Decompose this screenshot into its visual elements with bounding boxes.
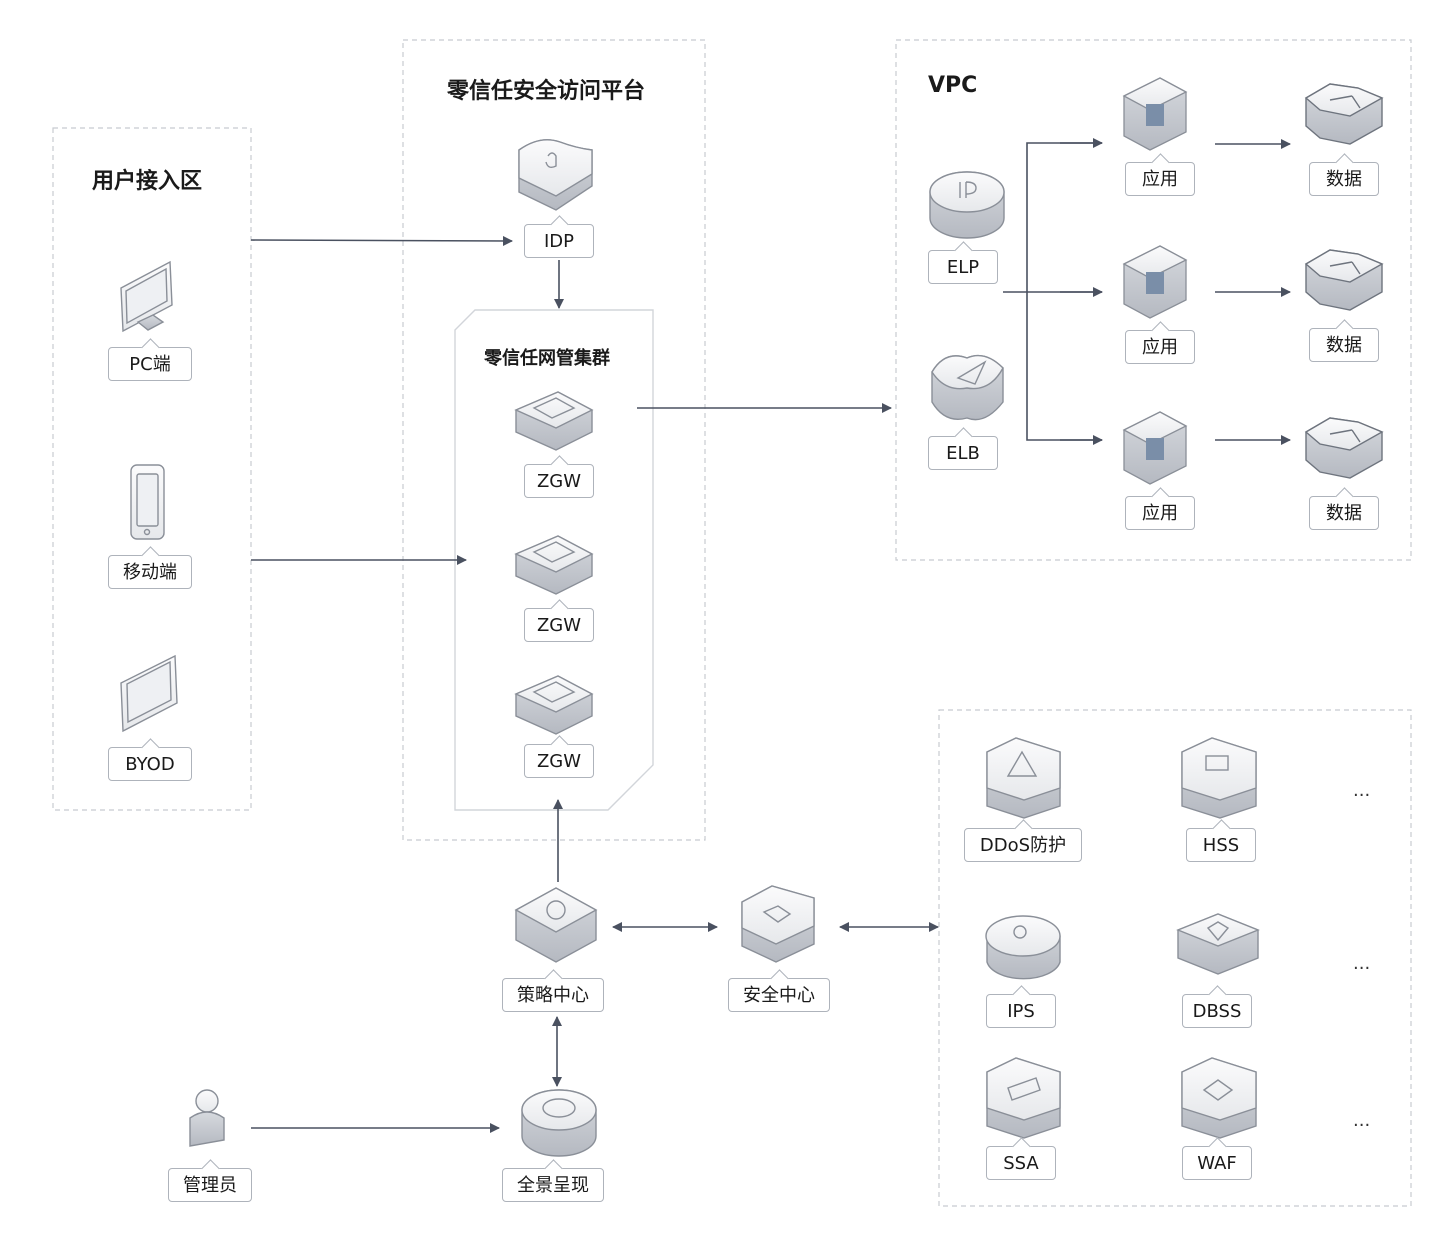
label-idp: IDP — [524, 224, 594, 258]
label-ips: IPS — [986, 994, 1056, 1028]
label-app-3: 应用 — [1125, 496, 1195, 530]
label-waf: WAF — [1182, 1146, 1252, 1180]
tablet-icon — [120, 654, 178, 733]
zone-security-services — [938, 709, 1412, 1207]
more-services-3: ... — [1353, 1110, 1371, 1131]
label-ddos: DDoS防护 — [964, 828, 1082, 862]
label-app-2: 应用 — [1125, 330, 1195, 364]
database-icon — [1304, 249, 1384, 311]
gateway-icon — [514, 391, 594, 451]
label-admin: 管理员 — [168, 1168, 252, 1202]
security-center-icon — [741, 885, 815, 963]
shield-hand-icon — [518, 139, 593, 211]
label-policy-center: 策略中心 — [502, 978, 604, 1012]
arrow-user-to-idp — [250, 235, 513, 246]
label-zgw-2: ZGW — [524, 608, 594, 642]
label-panorama: 全景呈现 — [502, 1168, 604, 1202]
label-data-3: 数据 — [1309, 496, 1379, 530]
database-icon — [1304, 83, 1384, 145]
label-hss: HSS — [1186, 828, 1256, 862]
zone-title-platform: 零信任安全访问平台 — [447, 79, 646, 104]
application-icon — [1122, 411, 1188, 485]
label-data-1: 数据 — [1309, 162, 1379, 196]
ip-icon — [929, 171, 1005, 239]
monitor-icon — [120, 260, 173, 333]
more-services-2: ... — [1353, 953, 1371, 974]
zone-title-cluster: 零信任网管集群 — [484, 348, 610, 369]
panorama-icon — [521, 1089, 597, 1157]
label-elb: ELB — [928, 436, 998, 470]
gateway-icon — [514, 675, 594, 735]
zone-title-vpc: VPC — [928, 73, 978, 98]
zone-title-user-access: 用户接入区 — [92, 169, 203, 194]
connectors — [250, 138, 1291, 1133]
zone-zgw-cluster — [454, 309, 654, 811]
label-data-2: 数据 — [1309, 328, 1379, 362]
ddos-protection-icon — [986, 737, 1061, 819]
more-services-1: ... — [1353, 780, 1371, 801]
label-pc: PC端 — [108, 347, 192, 381]
web-firewall-icon — [1181, 1057, 1257, 1139]
gateway-icon — [514, 535, 594, 595]
label-mobile: 移动端 — [108, 555, 192, 589]
ips-icon — [985, 915, 1061, 980]
application-icon — [1122, 77, 1188, 151]
label-security-center: 安全中心 — [728, 978, 830, 1012]
mobile-phone-icon — [130, 464, 165, 540]
database-icon — [1304, 417, 1384, 479]
database-security-icon — [1176, 913, 1260, 975]
host-security-icon — [1181, 737, 1257, 819]
zone-user-access — [52, 127, 252, 811]
label-dbss: DBSS — [1182, 994, 1252, 1028]
administrator-icon — [189, 1089, 225, 1147]
label-zgw-1: ZGW — [524, 464, 594, 498]
label-ssa: SSA — [986, 1146, 1056, 1180]
situation-awareness-icon — [986, 1057, 1061, 1139]
label-zgw-3: ZGW — [524, 744, 594, 778]
load-balancer-icon — [931, 354, 1004, 421]
label-app-1: 应用 — [1125, 162, 1195, 196]
label-elp: ELP — [928, 250, 998, 284]
application-icon — [1122, 245, 1188, 319]
zone-zero-trust-platform — [402, 39, 706, 841]
label-byod: BYOD — [108, 747, 192, 781]
policy-center-icon — [514, 887, 598, 963]
zone-vpc — [895, 39, 1412, 561]
